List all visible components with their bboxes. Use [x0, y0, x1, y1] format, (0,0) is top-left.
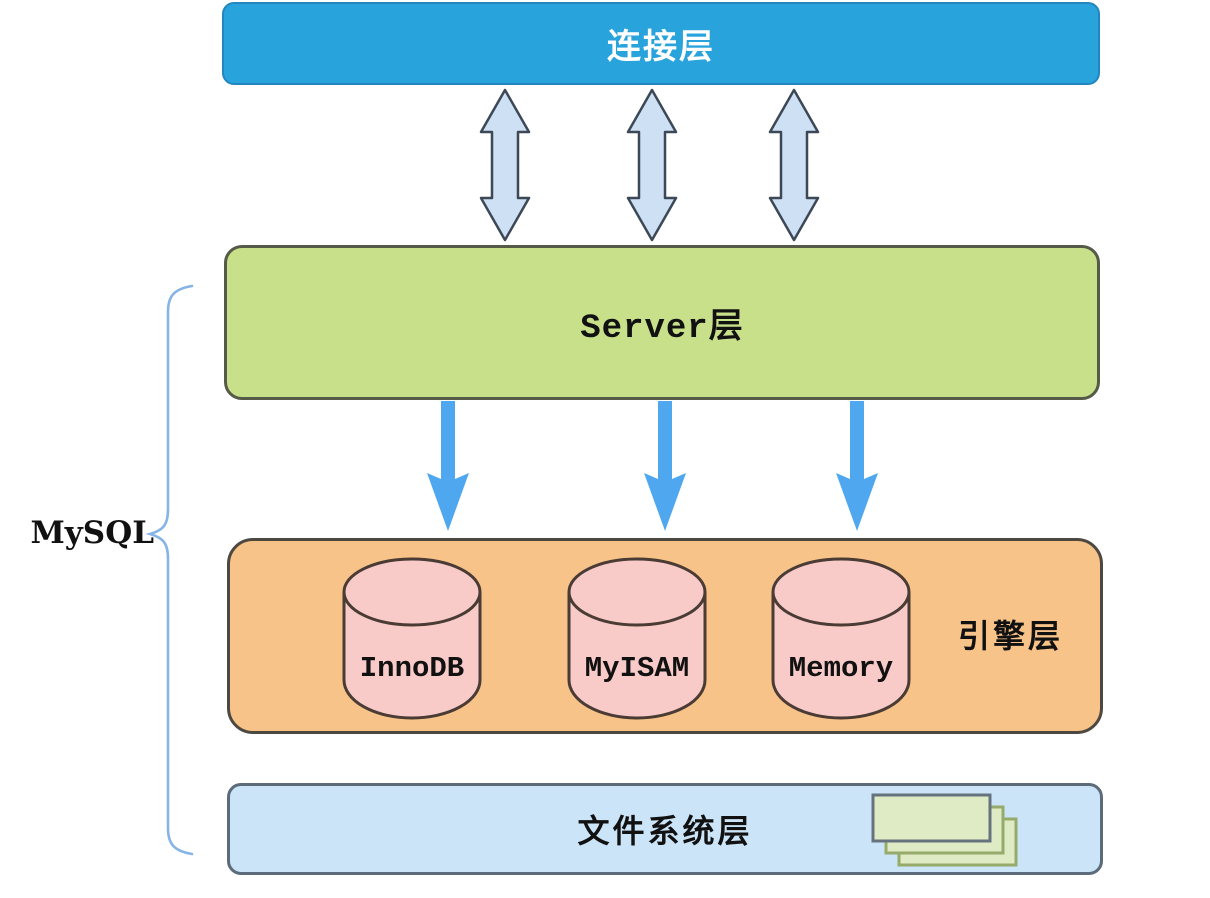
mysql-bracket-label: MySQL	[30, 515, 154, 551]
server-layer-box: Server层	[224, 245, 1100, 400]
files-stack-icon	[871, 793, 1018, 867]
down-arrow-icon	[644, 401, 686, 531]
database-cylinder-memory	[771, 557, 911, 720]
engine-name-myisam: MyISAM	[584, 651, 690, 685]
curly-brace-icon	[145, 284, 194, 856]
engine-name-innodb: InnoDB	[359, 651, 465, 685]
database-cylinder-myisam	[567, 557, 707, 720]
down-arrow-icon	[427, 401, 469, 531]
bidirectional-arrow-icon	[768, 88, 820, 242]
connection-layer-box: 连接层	[222, 2, 1100, 85]
filesystem-layer-label: 文件系统层	[577, 813, 753, 849]
database-cylinder-innodb	[342, 557, 482, 720]
bidirectional-arrow-icon	[626, 88, 678, 242]
connection-layer-label: 连接层	[607, 28, 715, 66]
server-layer-label: Server层	[580, 309, 744, 348]
engine-name-memory: Memory	[788, 651, 894, 685]
bidirectional-arrow-icon	[479, 88, 531, 242]
down-arrow-icon	[836, 401, 878, 531]
engine-layer-label: 引擎层	[957, 618, 1063, 654]
